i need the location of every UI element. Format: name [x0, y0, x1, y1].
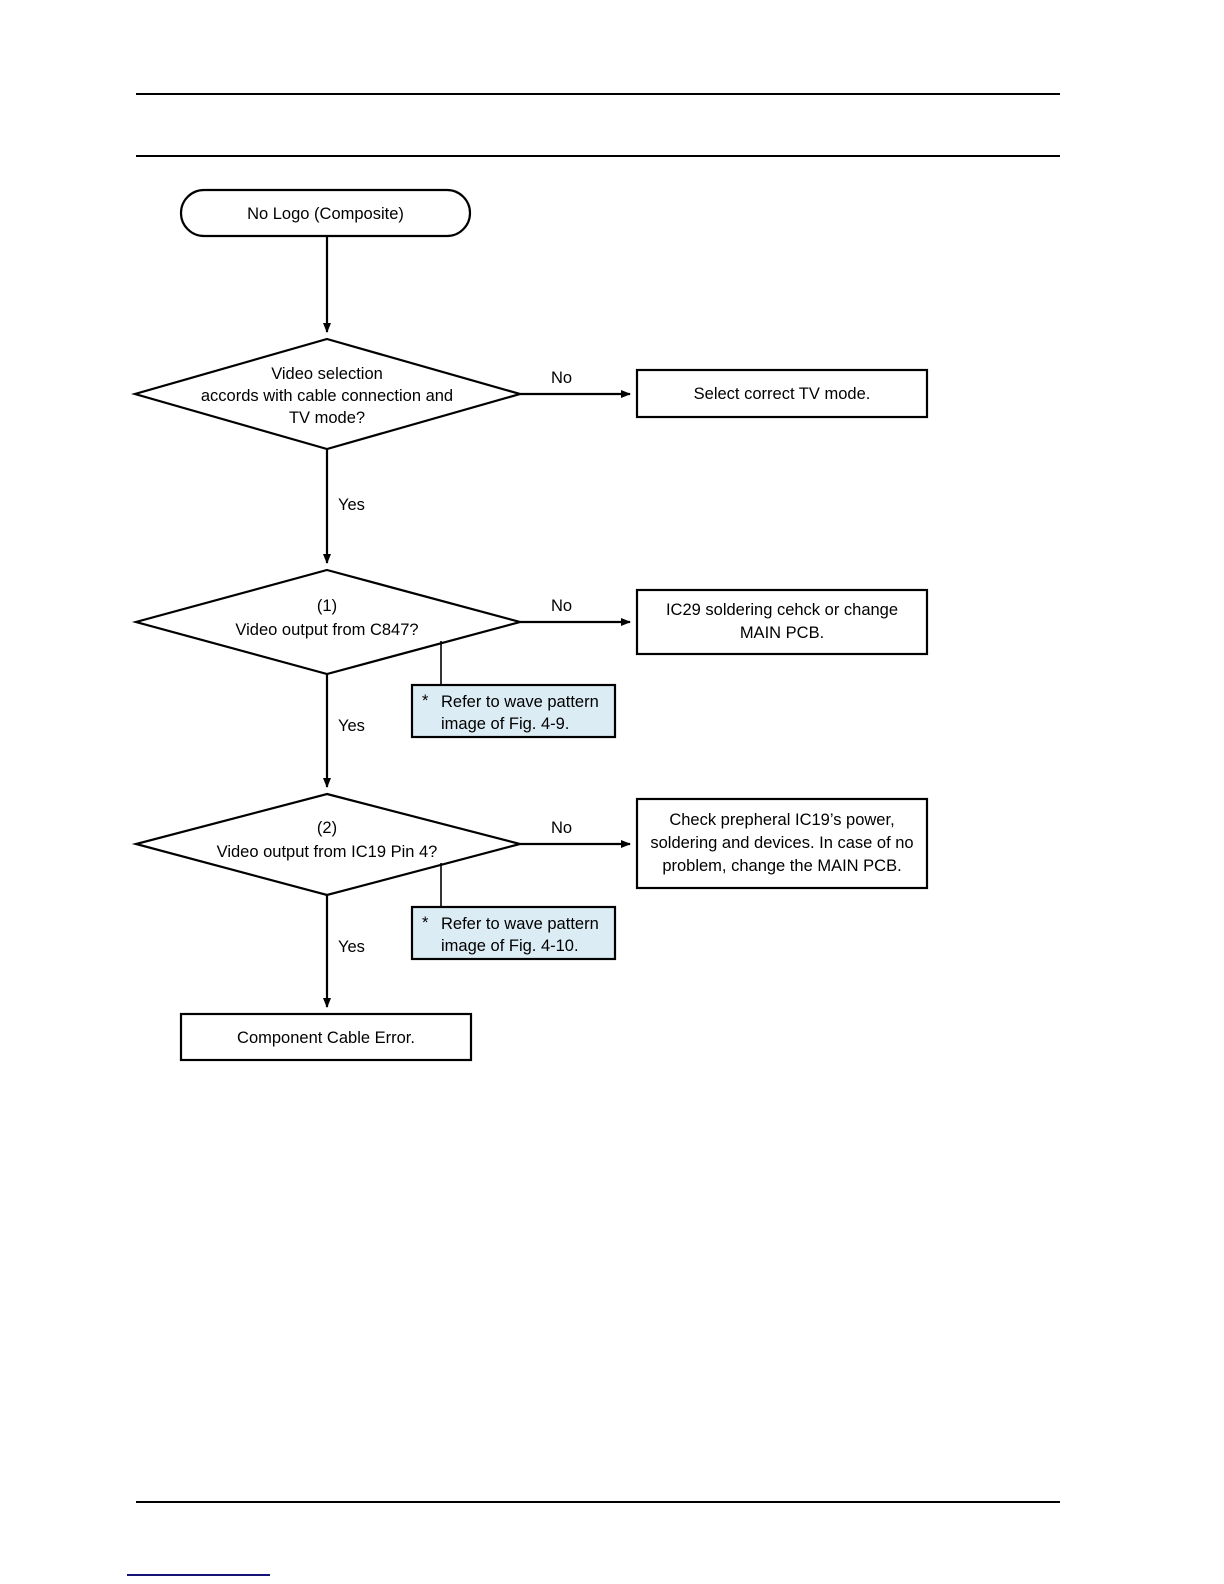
- start-terminal[interactable]: [179, 188, 472, 238]
- decision-2-line1: (1): [317, 597, 337, 615]
- action-3-line2: soldering and devices. In case of no: [650, 834, 913, 852]
- edge-label-d1-yes: Yes: [338, 496, 365, 514]
- decision-3-line1: (2): [317, 819, 337, 837]
- edge-label-d2-yes: Yes: [338, 717, 365, 735]
- footnote-rule: [127, 1574, 270, 1576]
- decision-2-line2: Video output from C847?: [235, 621, 418, 639]
- note-2-line2: image of Fig. 4-10.: [441, 937, 579, 955]
- header-rule-bottom: [136, 155, 1060, 157]
- action-1-line1: Select correct TV mode.: [694, 385, 871, 403]
- end-box[interactable]: [179, 1012, 473, 1062]
- edge-label-d1-no: No: [551, 369, 572, 387]
- action-3-line1: Check prepheral IC19’s power,: [669, 811, 894, 829]
- action-2-line1: IC29 soldering cehck or change: [666, 601, 898, 619]
- footer-rule: [136, 1501, 1060, 1503]
- decision-1-line1: Video selection: [271, 365, 383, 383]
- note-1-line1: Refer to wave pattern: [441, 693, 599, 711]
- edge-label-d3-yes: Yes: [338, 938, 365, 956]
- header-rule-top: [136, 93, 1060, 95]
- end-box-label: Component Cable Error.: [237, 1029, 415, 1047]
- note-2-line1: Refer to wave pattern: [441, 915, 599, 933]
- decision-1-line3: TV mode?: [289, 409, 365, 427]
- action-2-line2: MAIN PCB.: [740, 624, 824, 642]
- note-1-box[interactable]: [410, 683, 617, 739]
- action-2-box[interactable]: [635, 588, 929, 656]
- note-1-marker: *: [422, 692, 429, 710]
- note-2-marker: *: [422, 914, 429, 932]
- action-1-box[interactable]: [635, 368, 929, 419]
- edge-label-d3-no: No: [551, 819, 572, 837]
- decision-1-line2: accords with cable connection and: [201, 387, 453, 405]
- note-1-line2: image of Fig. 4-9.: [441, 715, 569, 733]
- edge-label-d2-no: No: [551, 597, 572, 615]
- note-2-box[interactable]: [410, 905, 617, 961]
- start-terminal-label: No Logo (Composite): [247, 205, 404, 223]
- action-3-line3: problem, change the MAIN PCB.: [662, 857, 901, 875]
- action-3-box[interactable]: [635, 797, 929, 890]
- decision-3-line2: Video output from IC19 Pin 4?: [217, 843, 438, 861]
